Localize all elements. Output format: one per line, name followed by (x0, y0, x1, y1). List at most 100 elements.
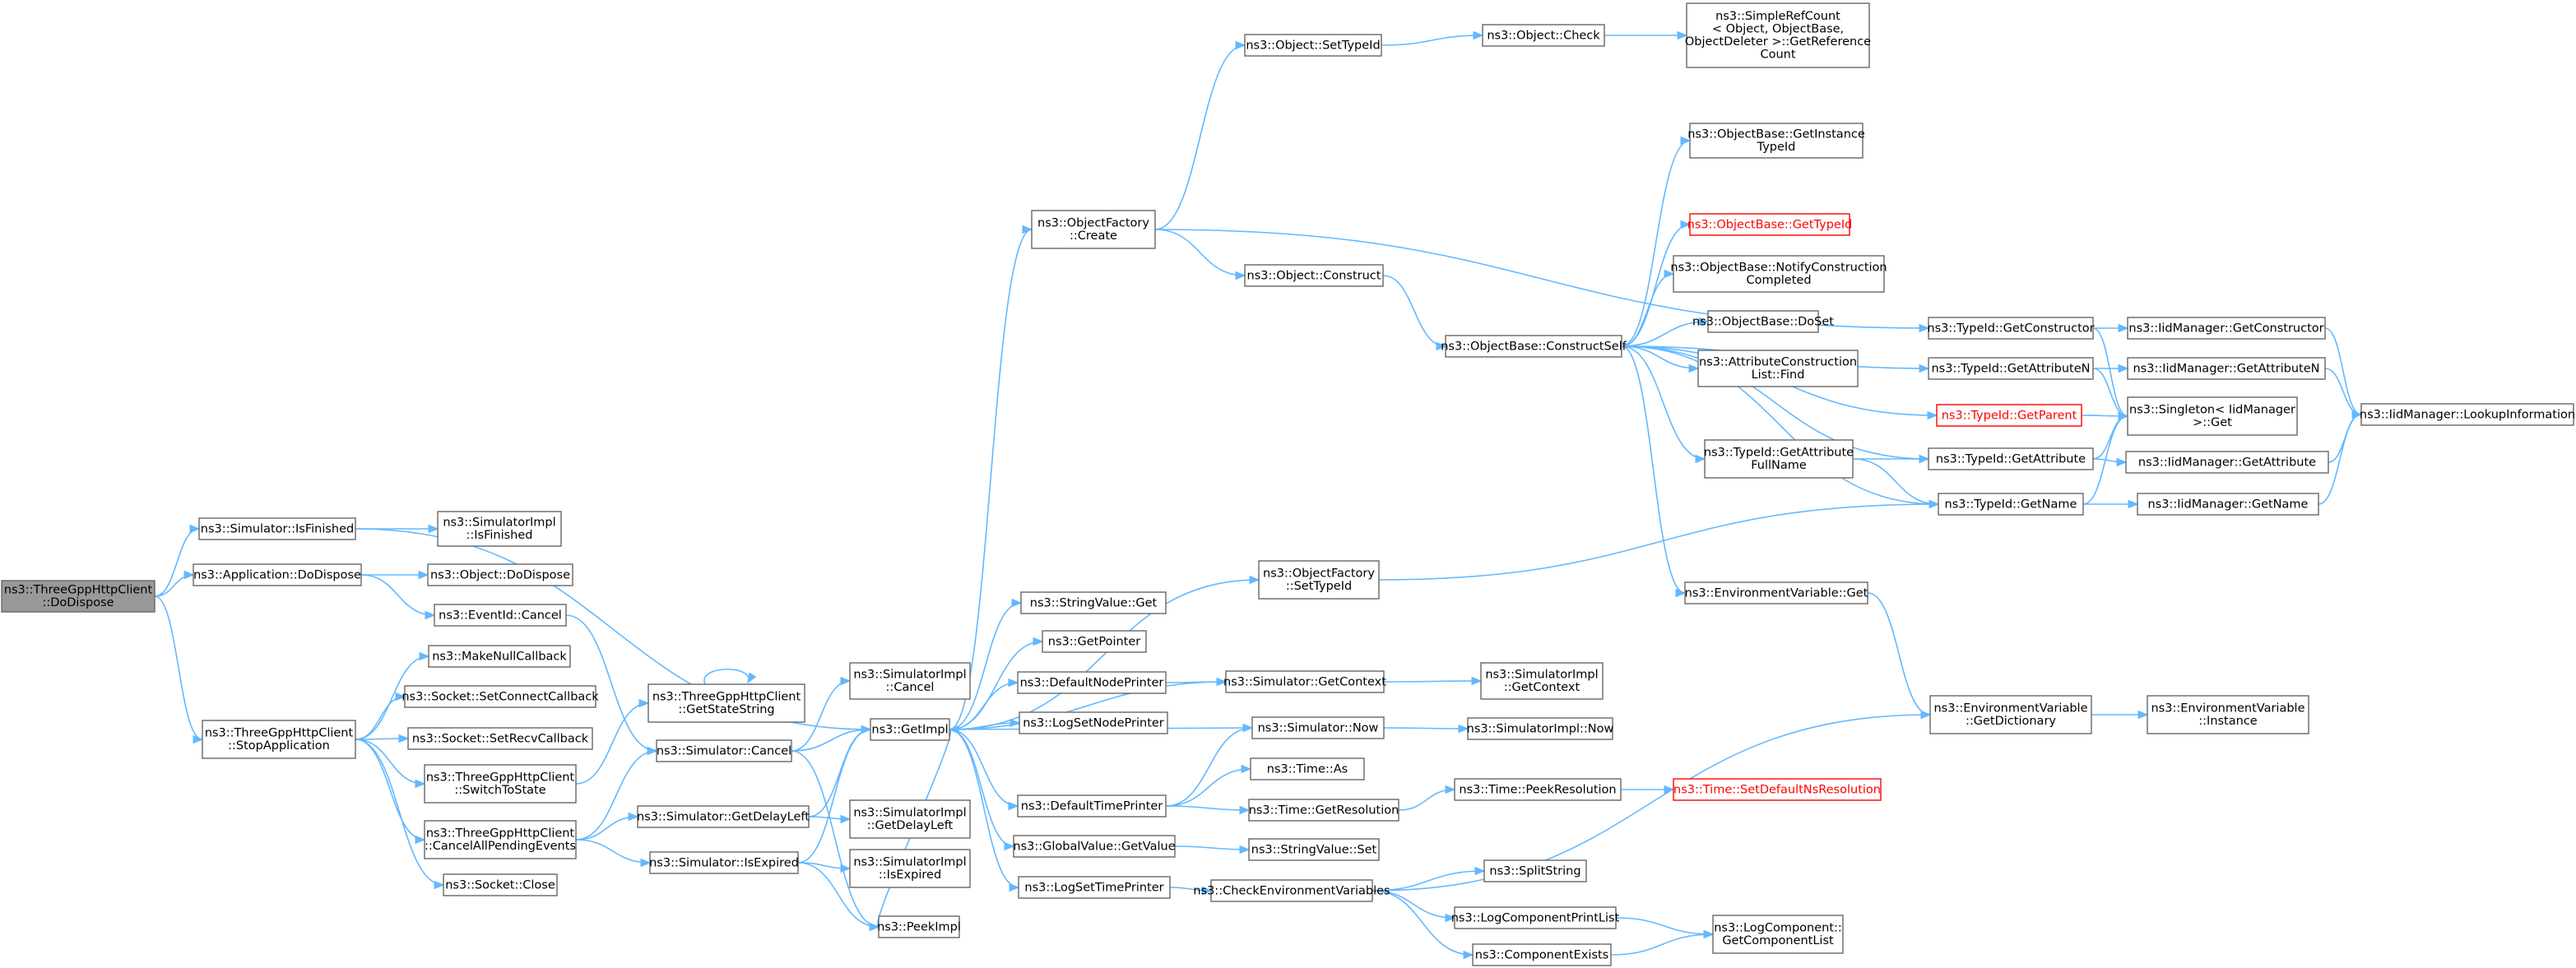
graph-node[interactable]: ns3::SimulatorImpl::GetDelayLeft (849, 799, 971, 839)
node-box[interactable] (193, 563, 362, 586)
node-box[interactable] (1472, 943, 1612, 966)
node-box[interactable] (1210, 879, 1373, 902)
graph-node[interactable]: ns3::StringValue::Get (1020, 591, 1167, 614)
node-box[interactable] (428, 645, 571, 668)
node-box[interactable] (1258, 560, 1380, 600)
graph-node[interactable]: ns3::ObjectBase::DoSet (1692, 310, 1834, 333)
node-box[interactable] (1929, 695, 2092, 734)
node-box[interactable] (1225, 670, 1385, 693)
graph-node[interactable]: ns3::ObjectBase::GetTypeId (1687, 213, 1853, 236)
graph-node[interactable]: ns3::Application::DoDispose (193, 563, 362, 586)
node-box[interactable] (637, 805, 810, 828)
node-box[interactable] (1928, 447, 2094, 470)
node-box[interactable] (424, 764, 577, 804)
graph-node[interactable]: ns3::EnvironmentVariable::Get (1684, 581, 1868, 604)
node-box[interactable] (1018, 876, 1171, 899)
graph-node[interactable]: ns3::SimulatorImpl::Cancel (849, 662, 971, 700)
node-box[interactable] (656, 739, 792, 762)
graph-node[interactable]: ns3::Time::SetDefaultNsResolution (1673, 778, 1882, 801)
node-box[interactable] (1483, 859, 1587, 882)
graph-node[interactable]: ns3::GetPointer (1042, 630, 1147, 653)
graph-node[interactable]: ns3::IidManager::GetName (2137, 493, 2319, 516)
node-box[interactable] (1928, 317, 2094, 340)
graph-node[interactable]: ns3::ThreeGppHttpClient::DoDispose (1, 580, 155, 613)
graph-node[interactable]: ns3::SimpleRefCount< Object, ObjectBase,… (1685, 2, 1871, 68)
graph-node[interactable]: ns3::EventId::Cancel (434, 604, 567, 627)
graph-node[interactable]: ns3::SimulatorImpl::IsExpired (849, 849, 971, 888)
node-box[interactable] (1673, 255, 1885, 293)
node-box[interactable] (1936, 404, 2082, 427)
graph-node[interactable]: ns3::ComponentExists (1472, 943, 1612, 966)
graph-node[interactable]: ns3::LogComponentPrintList (1451, 906, 1620, 929)
graph-node[interactable]: ns3::PeekImpl (877, 915, 961, 938)
node-box[interactable] (1250, 757, 1365, 780)
node-box[interactable] (427, 563, 573, 586)
graph-node[interactable]: ns3::DefaultTimePrinter (1017, 794, 1167, 817)
graph-node[interactable]: ns3::EnvironmentVariable::GetDictionary (1929, 695, 2092, 734)
node-box[interactable] (1454, 778, 1622, 801)
graph-node[interactable]: ns3::ThreeGppHttpClient::CancelAllPendin… (424, 820, 577, 859)
node-box[interactable] (1697, 350, 1859, 387)
node-box[interactable] (2127, 357, 2326, 380)
node-box[interactable] (849, 799, 971, 839)
node-box[interactable] (1467, 717, 1613, 740)
node-box[interactable] (647, 683, 805, 723)
node-box[interactable] (2125, 451, 2329, 474)
node-box[interactable] (1480, 662, 1604, 700)
node-box[interactable] (1707, 310, 1819, 333)
node-box[interactable] (1482, 24, 1605, 47)
node-box[interactable] (1248, 838, 1380, 861)
graph-node[interactable]: ns3::IidManager::GetConstructor (2127, 317, 2326, 340)
node-box[interactable] (849, 662, 971, 700)
node-box[interactable] (1673, 778, 1882, 801)
node-box[interactable] (1020, 591, 1167, 614)
graph-node[interactable]: ns3::StringValue::Set (1248, 838, 1380, 861)
graph-node[interactable]: ns3::MakeNullCallback (428, 645, 571, 668)
node-box[interactable] (1938, 493, 2084, 516)
graph-node[interactable]: ns3::Simulator::Now (1251, 716, 1385, 739)
graph-node[interactable]: ns3::Simulator::GetDelayLeft (637, 805, 810, 828)
node-box[interactable] (1928, 357, 2094, 380)
graph-node[interactable]: ns3::Time::GetResolution (1248, 799, 1399, 822)
graph-node[interactable]: ns3::IidManager::GetAttributeN (2127, 357, 2326, 380)
graph-node[interactable]: ns3::DefaultNodePrinter (1017, 671, 1167, 694)
node-box[interactable] (1704, 439, 1854, 479)
node-box[interactable] (1686, 2, 1870, 68)
graph-node[interactable]: ns3::SimulatorImpl::IsFinished (437, 511, 562, 547)
node-box[interactable] (1244, 264, 1384, 287)
graph-node[interactable]: ns3::Socket::SetConnectCallback (401, 685, 599, 708)
node-box[interactable] (2360, 403, 2574, 426)
node-box[interactable] (202, 720, 356, 759)
node-box[interactable] (1454, 906, 1617, 929)
graph-node[interactable]: ns3::TypeId::GetConstructor (1927, 317, 2095, 340)
graph-node[interactable]: ns3::LogComponent::GetComponentList (1712, 915, 1844, 954)
graph-node[interactable]: ns3::ObjectBase::NotifyConstructionCompl… (1670, 255, 1887, 293)
graph-node[interactable]: ns3::GlobalValue::GetValue (1013, 835, 1176, 858)
node-box[interactable] (198, 517, 356, 540)
node-box[interactable] (2127, 317, 2326, 340)
node-box[interactable] (878, 915, 960, 938)
graph-node[interactable]: ns3::LogSetNodePrinter (1019, 711, 1168, 734)
node-box[interactable] (870, 718, 950, 741)
node-box[interactable] (1042, 630, 1147, 653)
node-box[interactable] (2137, 493, 2319, 516)
graph-node[interactable]: ns3::Object::Check (1482, 24, 1605, 47)
graph-node[interactable]: ns3::Simulator::Cancel (656, 739, 792, 762)
node-box[interactable] (1017, 794, 1167, 817)
graph-node[interactable]: ns3::Socket::SetRecvCallback (407, 727, 593, 750)
graph-node[interactable]: ns3::SimulatorImpl::Now (1467, 717, 1614, 740)
node-box[interactable] (1445, 335, 1622, 358)
graph-node[interactable]: ns3::GetImpl (870, 718, 950, 741)
node-box[interactable] (404, 685, 596, 708)
node-box[interactable] (1019, 711, 1168, 734)
node-box[interactable] (1684, 581, 1868, 604)
node-box[interactable] (1712, 915, 1844, 954)
graph-node[interactable]: ns3::TypeId::GetAttributeN (1928, 357, 2094, 380)
graph-node[interactable]: ns3::EnvironmentVariable::Instance (2147, 695, 2309, 734)
graph-node[interactable]: ns3::TypeId::GetAttribute (1928, 447, 2094, 470)
graph-node[interactable]: ns3::Object::DoDispose (427, 563, 573, 586)
node-box[interactable] (424, 820, 577, 859)
node-box[interactable] (1017, 671, 1167, 694)
